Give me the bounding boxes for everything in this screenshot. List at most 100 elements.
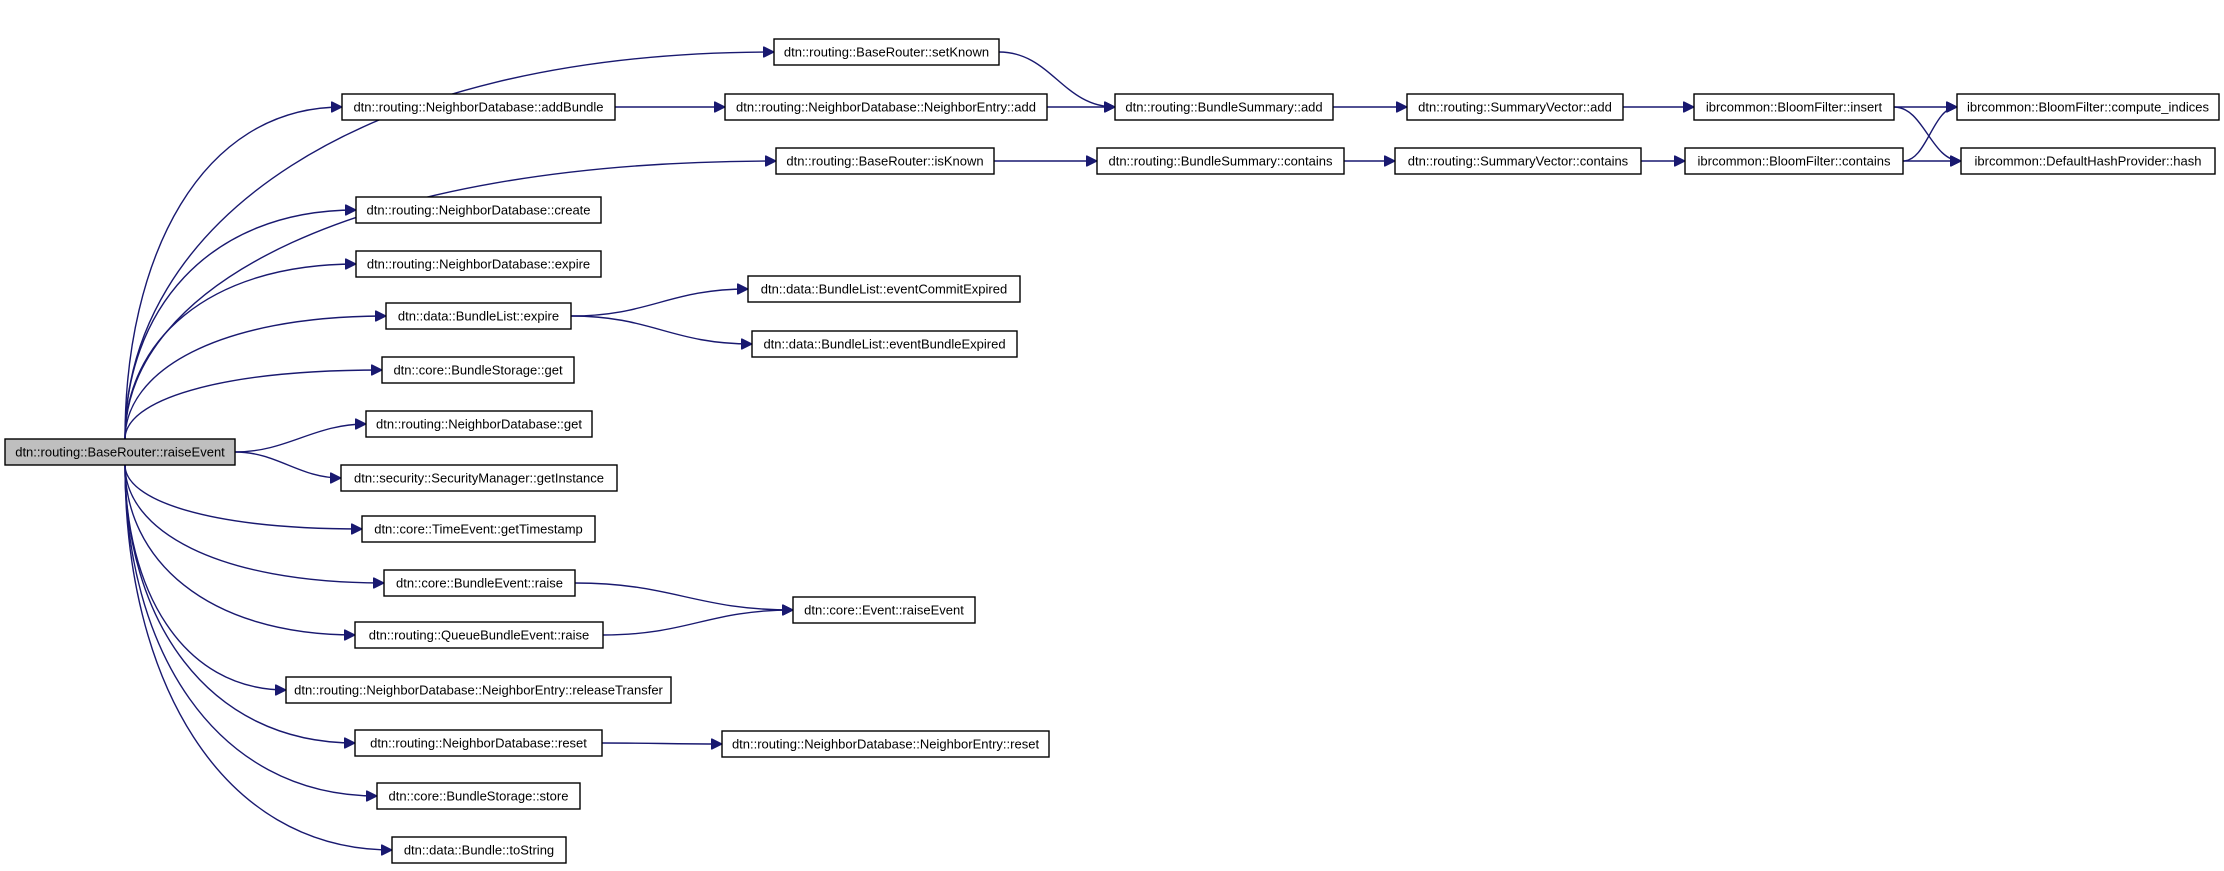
- node-box: [383, 569, 576, 597]
- node-label: dtn::core::TimeEvent::getTimestamp: [374, 522, 583, 537]
- node-isKnown[interactable]: dtn::routing::BaseRouter::isKnown: [775, 147, 995, 175]
- node-getTimestamp[interactable]: dtn::core::TimeEvent::getTimestamp: [361, 515, 596, 543]
- node-box: [340, 464, 618, 492]
- edge-setKnown-to-bsAdd: [998, 51, 1115, 107]
- node-bsAdd[interactable]: dtn::routing::BundleSummary::add: [1114, 93, 1334, 121]
- edge-raiseEvent-to-ndGet: [234, 424, 366, 453]
- node-box: [355, 250, 602, 278]
- node-box: [792, 596, 976, 624]
- edge-raiseEvent-to-releaseTransfer: [124, 464, 286, 690]
- node-box: [1693, 93, 1895, 121]
- node-box: [773, 38, 1000, 66]
- node-ndGet[interactable]: dtn::routing::NeighborDatabase::get: [365, 410, 593, 438]
- node-getInstance[interactable]: dtn::security::SecurityManager::getInsta…: [340, 464, 618, 492]
- node-qbeRaise[interactable]: dtn::routing::QueueBundleEvent::raise: [354, 621, 604, 649]
- node-ndReset[interactable]: dtn::routing::NeighborDatabase::reset: [354, 729, 603, 757]
- node-raiseEvent[interactable]: dtn::routing::BaseRouter::raiseEvent: [4, 438, 236, 466]
- node-addBundle[interactable]: dtn::routing::NeighborDatabase::addBundl…: [341, 93, 616, 121]
- node-bsGet[interactable]: dtn::core::BundleStorage::get: [381, 356, 575, 384]
- edge-raiseEvent-to-ndReset: [124, 464, 355, 743]
- node-svContains[interactable]: dtn::routing::SummaryVector::contains: [1394, 147, 1642, 175]
- edge-raiseEvent-to-toString: [124, 464, 392, 850]
- node-box: [724, 93, 1048, 121]
- node-label: ibrcommon::BloomFilter::insert: [1706, 100, 1883, 115]
- node-label: dtn::routing::BaseRouter::isKnown: [786, 154, 983, 169]
- node-label: dtn::routing::NeighborDatabase::Neighbor…: [736, 100, 1036, 115]
- edge-bfContains-to-bfCompute: [1902, 107, 1958, 162]
- node-ndExpire[interactable]: dtn::routing::NeighborDatabase::expire: [355, 250, 602, 278]
- node-box: [285, 676, 672, 704]
- node-hash[interactable]: ibrcommon::DefaultHashProvider::hash: [1960, 147, 2216, 175]
- node-box: [1956, 93, 2220, 121]
- node-box: [4, 438, 236, 466]
- node-beRaise[interactable]: dtn::core::BundleEvent::raise: [383, 569, 576, 597]
- node-box: [747, 275, 1021, 303]
- node-neReset[interactable]: dtn::routing::NeighborDatabase::Neighbor…: [721, 730, 1050, 758]
- node-bfInsert[interactable]: ibrcommon::BloomFilter::insert: [1693, 93, 1895, 121]
- node-label: dtn::routing::QueueBundleEvent::raise: [369, 628, 589, 643]
- node-svAdd[interactable]: dtn::routing::SummaryVector::add: [1406, 93, 1624, 121]
- node-commitExpired[interactable]: dtn::data::BundleList::eventCommitExpire…: [747, 275, 1021, 303]
- node-box: [751, 330, 1018, 358]
- node-box: [775, 147, 995, 175]
- edge-raiseEvent-to-ndExpire: [124, 264, 356, 440]
- node-label: dtn::core::BundleEvent::raise: [396, 576, 563, 591]
- node-box: [355, 196, 602, 224]
- node-box: [1394, 147, 1642, 175]
- node-box: [385, 302, 572, 330]
- edge-raiseEvent-to-qbeRaise: [124, 464, 355, 635]
- edge-beRaise-to-evRaise: [574, 582, 793, 610]
- node-label: ibrcommon::BloomFilter::contains: [1698, 154, 1891, 169]
- node-label: dtn::routing::NeighborDatabase::reset: [370, 736, 587, 751]
- node-layer: dtn::routing::BaseRouter::raiseEventdtn:…: [4, 38, 2220, 864]
- node-label: dtn::routing::SummaryVector::add: [1418, 100, 1612, 115]
- node-label: dtn::data::BundleList::eventCommitExpire…: [761, 282, 1007, 297]
- node-box: [341, 93, 616, 121]
- edge-qbeRaise-to-evRaise: [602, 610, 793, 636]
- node-bsContains[interactable]: dtn::routing::BundleSummary::contains: [1096, 147, 1345, 175]
- node-store[interactable]: dtn::core::BundleStorage::store: [376, 782, 581, 810]
- node-box: [1406, 93, 1624, 121]
- node-label: dtn::routing::BundleSummary::contains: [1108, 154, 1333, 169]
- node-box: [365, 410, 593, 438]
- node-label: dtn::data::BundleList::expire: [398, 309, 559, 324]
- edge-raiseEvent-to-getInstance: [234, 451, 341, 478]
- node-box: [1114, 93, 1334, 121]
- node-box: [381, 356, 575, 384]
- node-label: dtn::routing::NeighborDatabase::expire: [367, 257, 590, 272]
- node-evRaise[interactable]: dtn::core::Event::raiseEvent: [792, 596, 976, 624]
- node-box: [376, 782, 581, 810]
- node-label: dtn::core::BundleStorage::get: [393, 363, 563, 378]
- node-box: [361, 515, 596, 543]
- node-ndCreate[interactable]: dtn::routing::NeighborDatabase::create: [355, 196, 602, 224]
- node-label: dtn::routing::BaseRouter::setKnown: [784, 45, 989, 60]
- edge-raiseEvent-to-setKnown: [124, 52, 774, 440]
- node-label: dtn::core::BundleStorage::store: [389, 789, 569, 804]
- edge-blExpire-to-bundleExpired: [570, 315, 752, 344]
- edge-raiseEvent-to-getTimestamp: [124, 464, 362, 529]
- node-label: dtn::data::BundleList::eventBundleExpire…: [763, 337, 1005, 352]
- edge-raiseEvent-to-blExpire: [124, 316, 386, 440]
- node-label: dtn::routing::NeighborDatabase::create: [366, 203, 590, 218]
- edge-raiseEvent-to-isKnown: [124, 161, 776, 440]
- node-toString[interactable]: dtn::data::Bundle::toString: [391, 836, 567, 864]
- node-blExpire[interactable]: dtn::data::BundleList::expire: [385, 302, 572, 330]
- edge-raiseEvent-to-ndCreate: [124, 210, 356, 440]
- node-bundleExpired[interactable]: dtn::data::BundleList::eventBundleExpire…: [751, 330, 1018, 358]
- edge-layer: [124, 51, 1962, 850]
- node-label: dtn::security::SecurityManager::getInsta…: [354, 471, 604, 486]
- node-bfContains[interactable]: ibrcommon::BloomFilter::contains: [1684, 147, 1904, 175]
- node-neAdd[interactable]: dtn::routing::NeighborDatabase::Neighbor…: [724, 93, 1048, 121]
- node-bfCompute[interactable]: ibrcommon::BloomFilter::compute_indices: [1956, 93, 2220, 121]
- node-label: dtn::routing::SummaryVector::contains: [1408, 154, 1629, 169]
- edge-raiseEvent-to-bsGet: [124, 370, 382, 440]
- node-label: dtn::data::Bundle::toString: [404, 843, 554, 858]
- edge-raiseEvent-to-store: [124, 464, 377, 796]
- node-label: dtn::routing::NeighborDatabase::Neighbor…: [294, 683, 663, 698]
- node-setKnown[interactable]: dtn::routing::BaseRouter::setKnown: [773, 38, 1000, 66]
- node-releaseTransfer[interactable]: dtn::routing::NeighborDatabase::Neighbor…: [285, 676, 672, 704]
- node-label: dtn::core::Event::raiseEvent: [804, 603, 964, 618]
- node-label: dtn::routing::NeighborDatabase::addBundl…: [353, 100, 603, 115]
- node-label: ibrcommon::DefaultHashProvider::hash: [1975, 154, 2202, 169]
- node-label: dtn::routing::NeighborDatabase::get: [376, 417, 582, 432]
